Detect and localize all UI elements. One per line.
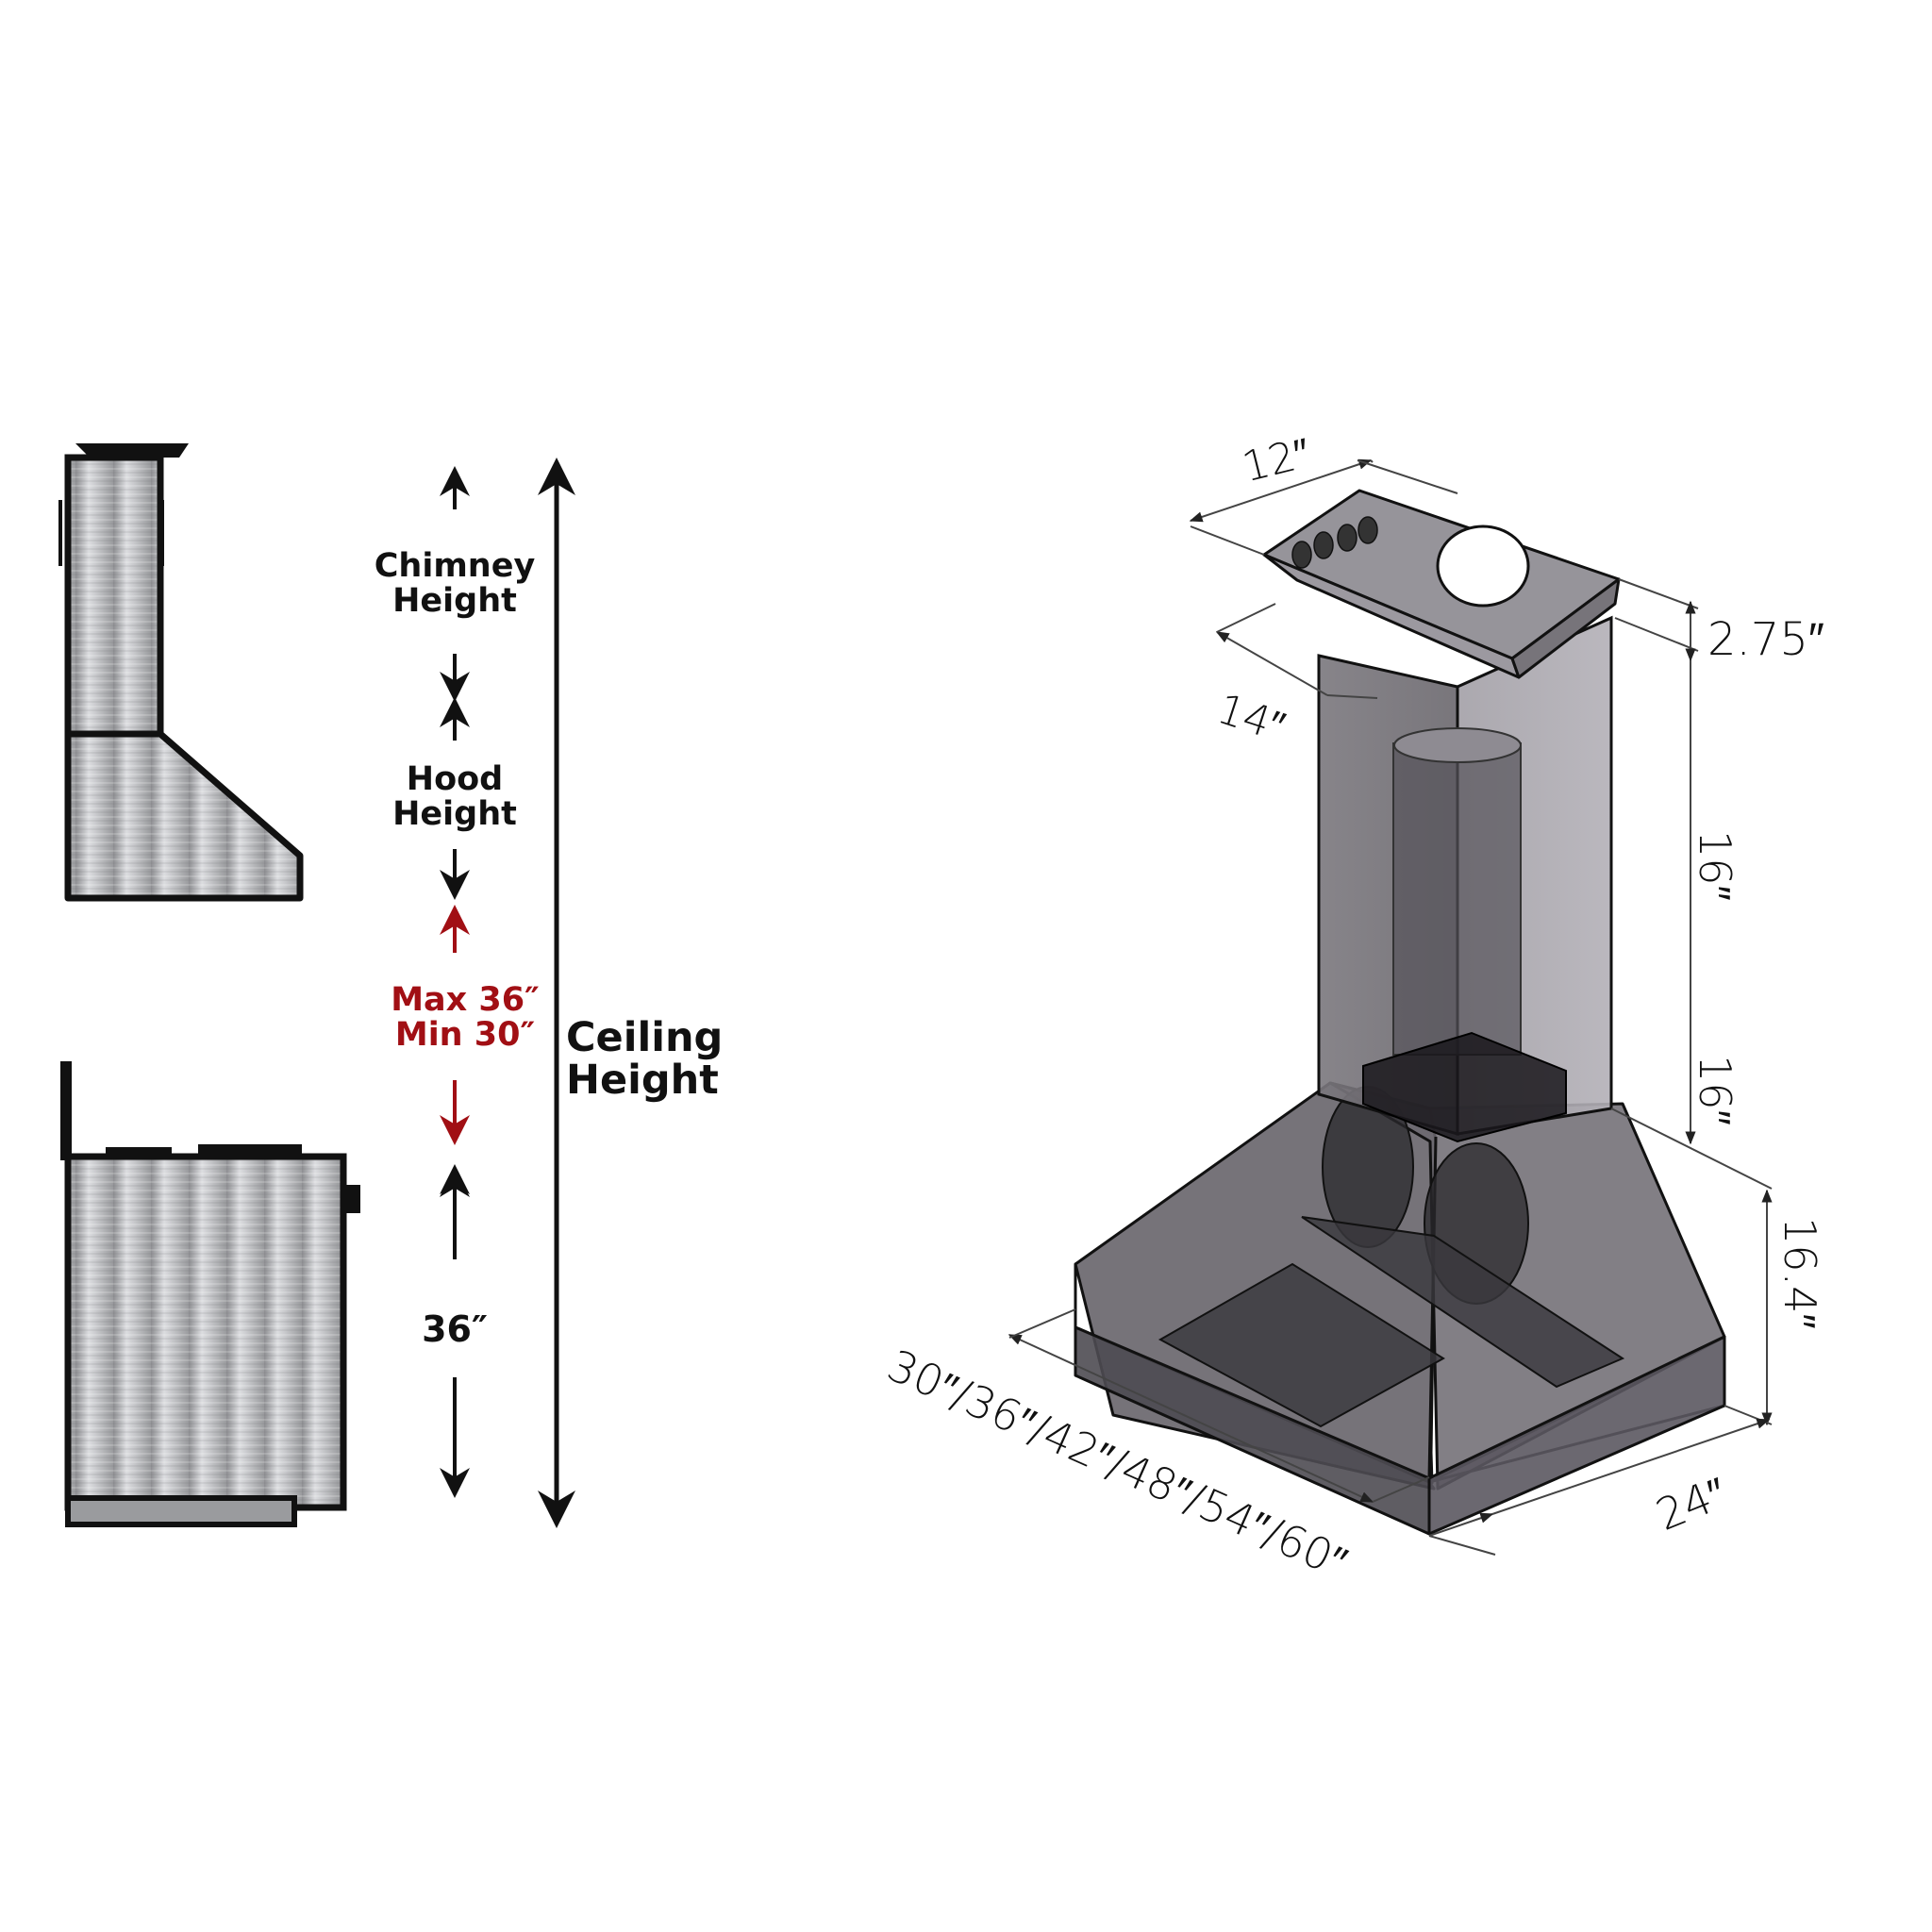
counter-height-label: 36″	[422, 1308, 488, 1350]
range-side-profile	[60, 1061, 360, 1527]
dimension-lines	[1008, 458, 1773, 1556]
motor-bracket	[1362, 1031, 1567, 1143]
dim-hood-height: 16.4″	[1774, 1217, 1825, 1329]
hood-side-profile	[58, 443, 304, 902]
ceiling-label-line2: Height	[566, 1057, 719, 1105]
chimney-label-line1: Chimney	[374, 547, 536, 585]
clearance-label: Max 36″ Min 30″	[375, 983, 555, 1053]
crown-molding-top	[1262, 489, 1621, 679]
hood-height-label: Hood Height	[360, 762, 549, 832]
ceiling-label-line1: Ceiling	[566, 1014, 724, 1061]
dim-chimney-upper: 16″	[1690, 830, 1740, 901]
dim-crown-height: 2.75″	[1707, 613, 1824, 666]
clearance-max: Max 36″	[391, 981, 540, 1019]
ceiling-height-label: Ceiling Height	[566, 1014, 745, 1105]
exhaust-duct	[1392, 727, 1522, 1056]
hood-label-line2: Height	[392, 794, 517, 833]
dim-chimney-lower: 16″	[1690, 1055, 1740, 1125]
clearance-min: Min 30″	[394, 1015, 536, 1054]
chimney-height-label: Chimney Height	[360, 549, 549, 619]
hood-label-line1: Hood	[406, 760, 504, 798]
chimney-label-line2: Height	[392, 581, 517, 620]
